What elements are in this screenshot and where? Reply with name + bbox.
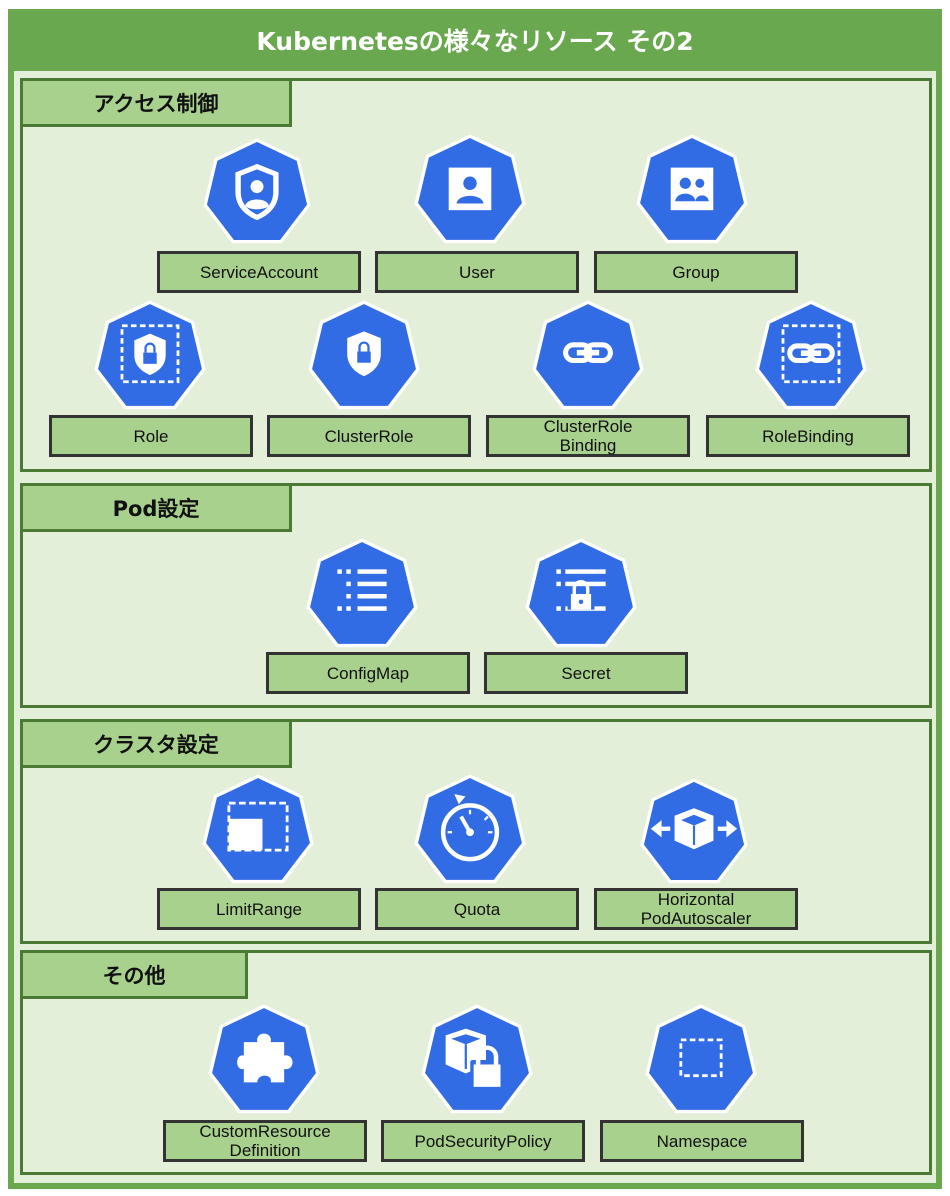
secret-icon <box>525 538 637 648</box>
resource-label-cluster-role-binding: ClusterRole Binding <box>486 415 690 457</box>
namespace-icon <box>645 1004 757 1114</box>
resource-label-cluster-role: ClusterRole <box>267 415 471 457</box>
resource-label-horizontal-pod-autoscaler: Horizontal PodAutoscaler <box>594 888 798 930</box>
horizontal-pod-autoscaler-icon <box>640 778 748 884</box>
section-title-access-control: アクセス制御 <box>20 78 292 127</box>
resource-label-namespace: Namespace <box>600 1120 804 1162</box>
resource-label-config-map: ConfigMap <box>266 652 470 694</box>
resource-label-limit-range: LimitRange <box>157 888 361 930</box>
pod-security-policy-icon <box>421 1004 533 1114</box>
group-icon <box>636 134 748 244</box>
section-title-other: その他 <box>20 950 248 999</box>
resource-label-service-account: ServiceAccount <box>157 251 361 293</box>
resource-label-role-binding: RoleBinding <box>706 415 910 457</box>
resource-label-secret: Secret <box>484 652 688 694</box>
role-icon <box>94 300 206 410</box>
service-account-icon <box>203 138 311 244</box>
diagram-title: Kubernetesの様々なリソース その2 <box>256 27 694 56</box>
cluster-role-icon <box>308 300 420 410</box>
cluster-role-binding-icon <box>532 300 644 410</box>
section-title-pod-config: Pod設定 <box>20 483 292 532</box>
section-title-cluster-config: クラスタ設定 <box>20 719 292 768</box>
user-icon <box>414 134 526 244</box>
resource-label-role: Role <box>49 415 253 457</box>
config-map-icon <box>306 538 418 648</box>
quota-icon <box>414 774 526 884</box>
resource-label-quota: Quota <box>375 888 579 930</box>
role-binding-icon <box>755 300 867 410</box>
custom-resource-definition-icon <box>208 1004 320 1114</box>
section-pod-config: Pod設定 <box>20 483 932 708</box>
resource-label-pod-security-policy: PodSecurityPolicy <box>381 1120 585 1162</box>
resource-label-custom-resource-definition: CustomResource Definition <box>163 1120 367 1162</box>
resource-label-group: Group <box>594 251 798 293</box>
resource-label-user: User <box>375 251 579 293</box>
limit-range-icon <box>202 774 314 884</box>
